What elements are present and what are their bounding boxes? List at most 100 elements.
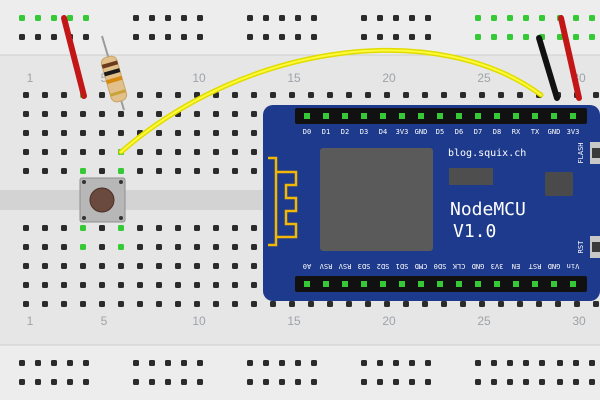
breadboard-hole xyxy=(137,301,143,307)
header-pin xyxy=(475,281,481,287)
breadboard-hole xyxy=(80,301,86,307)
breadboard-hole xyxy=(311,360,317,366)
breadboard-hole xyxy=(23,225,29,231)
header-pin xyxy=(361,281,367,287)
board-version: V1.0 xyxy=(453,221,496,242)
bottom-header-pins xyxy=(304,281,576,287)
resistor-band xyxy=(101,60,119,69)
top-pin-label: D1 xyxy=(322,128,330,136)
breadboard-hole xyxy=(194,168,200,174)
breadboard-hole xyxy=(156,168,162,174)
top-pin-label: D6 xyxy=(455,128,463,136)
top-pin-label: GND xyxy=(415,128,428,136)
column-number: 30 xyxy=(572,314,586,328)
breadboard-hole xyxy=(42,301,48,307)
column-number: 1 xyxy=(27,314,34,328)
breadboard-hole xyxy=(42,149,48,155)
column-number: 20 xyxy=(382,314,396,328)
connected-hole xyxy=(475,15,481,21)
breadboard-hole xyxy=(361,15,367,21)
breadboard-hole xyxy=(99,263,105,269)
breadboard-hole xyxy=(213,111,219,117)
bottom-pin-label: Vin xyxy=(567,262,580,270)
resistor-band xyxy=(106,75,123,85)
breadboard-hole xyxy=(491,360,497,366)
breadboard-hole xyxy=(393,360,399,366)
breadboard-hole xyxy=(232,130,238,136)
breadboard-hole xyxy=(175,263,181,269)
usb-chip xyxy=(545,172,573,196)
header-pin xyxy=(513,281,519,287)
breadboard-hole xyxy=(247,379,253,385)
bottom-pin-label: CLK xyxy=(452,262,465,270)
header-pin xyxy=(418,281,424,287)
breadboard-hole xyxy=(194,244,200,250)
breadboard-hole xyxy=(156,244,162,250)
breadboard-hole xyxy=(67,379,73,385)
breadboard-hole xyxy=(377,379,383,385)
connected-hole xyxy=(589,15,595,21)
header-pin xyxy=(437,113,443,119)
breadboard-hole xyxy=(251,244,257,250)
breadboard-hole xyxy=(536,301,542,307)
breadboard-hole xyxy=(99,244,105,250)
voltage-regulator-chip xyxy=(449,168,493,185)
top-pin-label: 3V3 xyxy=(396,128,409,136)
breadboard-hole xyxy=(23,92,29,98)
breadboard-hole xyxy=(133,379,139,385)
breadboard-hole xyxy=(213,225,219,231)
breadboard-hole xyxy=(118,263,124,269)
breadboard-hole xyxy=(311,15,317,21)
connected-hole xyxy=(118,225,124,231)
connected-hole xyxy=(573,34,579,40)
black-wire xyxy=(536,35,560,101)
top-pin-label: GND xyxy=(548,128,561,136)
breadboard-hole xyxy=(251,263,257,269)
column-number: 5 xyxy=(101,71,108,85)
connected-hole xyxy=(557,34,563,40)
breadboard-hole xyxy=(137,111,143,117)
breadboard-hole xyxy=(197,15,203,21)
breadboard-hole xyxy=(175,244,181,250)
breadboard-hole xyxy=(507,379,513,385)
breadboard-hole xyxy=(194,149,200,155)
breadboard-hole xyxy=(42,263,48,269)
breadboard-hole xyxy=(232,168,238,174)
breadboard-hole xyxy=(156,282,162,288)
breadboard-hole xyxy=(507,360,513,366)
breadboard-hole xyxy=(99,92,105,98)
breadboard-hole xyxy=(181,379,187,385)
breadboard-hole xyxy=(149,379,155,385)
breadboard-hole xyxy=(61,149,67,155)
bottom-pin-label: SD1 xyxy=(396,262,409,270)
breadboard-hole xyxy=(263,15,269,21)
breadboard-hole xyxy=(23,130,29,136)
breadboard-hole xyxy=(498,301,504,307)
breadboard-hole xyxy=(377,34,383,40)
breadboard-hole xyxy=(61,92,67,98)
breadboard-hole xyxy=(42,168,48,174)
breadboard-hole xyxy=(194,130,200,136)
top-pin-label: D8 xyxy=(493,128,501,136)
breadboard-hole xyxy=(589,379,595,385)
breadboard-hole xyxy=(99,282,105,288)
breadboard-hole xyxy=(441,92,447,98)
breadboard-hole xyxy=(247,34,253,40)
column-number: 1 xyxy=(27,71,34,85)
breadboard-hole xyxy=(99,168,105,174)
breadboard-hole xyxy=(574,301,580,307)
breadboard-hole xyxy=(251,111,257,117)
breadboard-hole xyxy=(491,379,497,385)
breadboard-hole xyxy=(422,92,428,98)
breadboard-hole xyxy=(61,282,67,288)
breadboard-hole xyxy=(213,301,219,307)
header-pin xyxy=(532,113,538,119)
breadboard-hole xyxy=(118,111,124,117)
breadboard-hole xyxy=(270,301,276,307)
header-pin xyxy=(380,281,386,287)
breadboard-hole xyxy=(149,360,155,366)
breadboard-hole xyxy=(365,92,371,98)
